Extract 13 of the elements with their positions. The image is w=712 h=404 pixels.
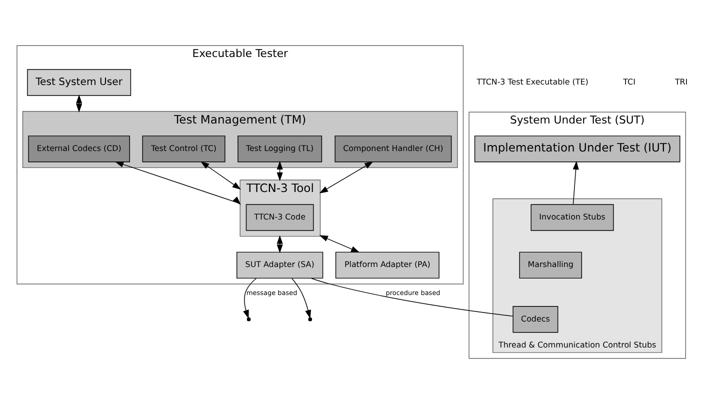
arrow [292, 278, 312, 319]
arrow [276, 160, 283, 182]
arrow [319, 235, 360, 253]
arrow [114, 162, 241, 205]
arrow [572, 160, 579, 205]
arrow [76, 94, 82, 112]
arrow [200, 161, 241, 190]
connector [310, 278, 514, 317]
node-box: Implementation Under Test (IUT) [474, 136, 680, 162]
node-box: Test System User [27, 69, 132, 96]
arrow [243, 278, 257, 319]
arrow [319, 161, 374, 194]
arrow [276, 235, 283, 254]
